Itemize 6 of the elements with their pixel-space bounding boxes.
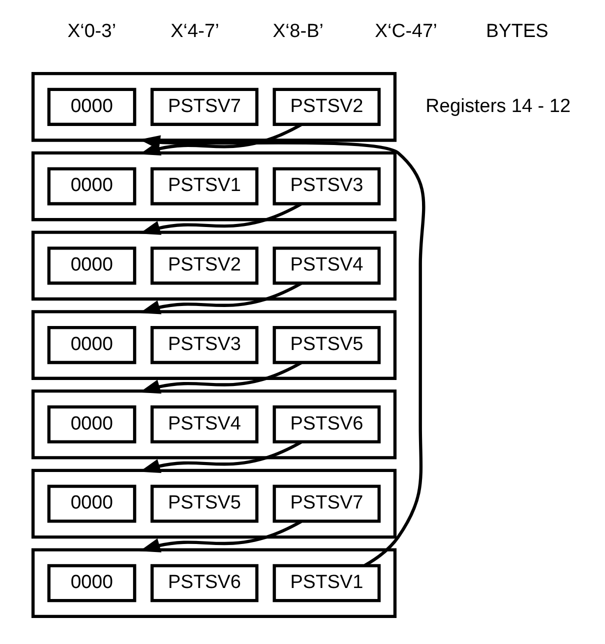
label: X‘4-7’ xyxy=(170,21,220,42)
label: X‘8-B’ xyxy=(272,21,324,42)
label: BYTES xyxy=(486,21,548,42)
label: X‘C-47’ xyxy=(374,21,438,42)
label: X‘0-3’ xyxy=(67,21,116,42)
label: Registers 14 - 12 xyxy=(426,96,571,117)
